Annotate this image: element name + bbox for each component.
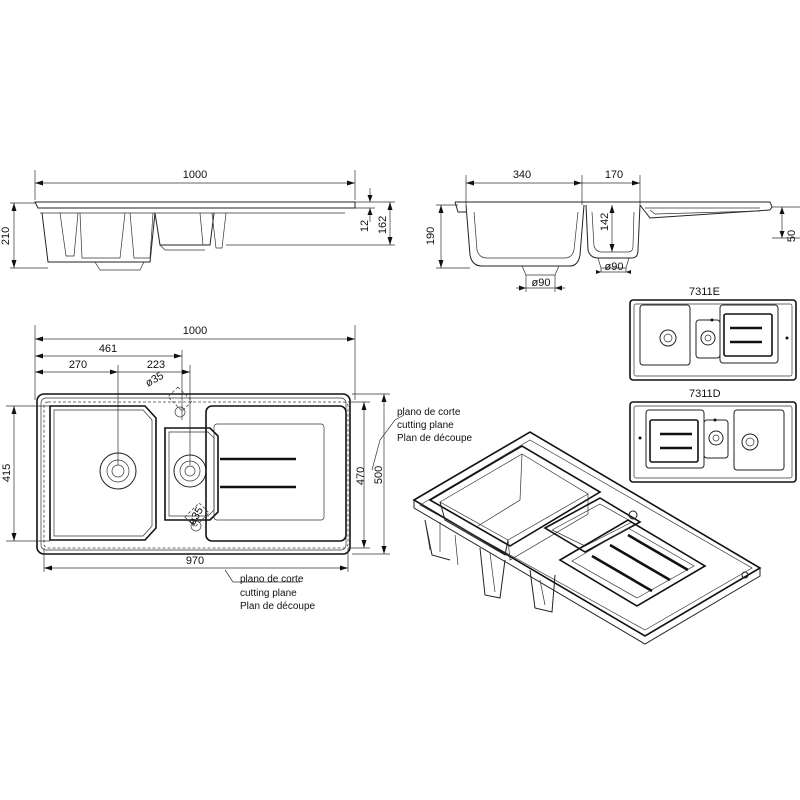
cutting-plane-right-es: plano de corte [397,407,461,418]
isometric-view [412,431,762,645]
side-elevation-view: 1000 210 12 162 [0,169,395,271]
dim-plan-hole-1: ø35 [144,370,166,390]
dim-plan-width: 1000 [183,325,207,337]
dim-plan-461: 461 [99,343,117,355]
dim-end-waste-1: ø90 [532,277,551,289]
end-section-view: 340 170 190 142 [425,169,800,292]
cutting-plane-bottom-fr: Plan de découpe [240,601,316,612]
model-7311e-label: 7311E [689,286,720,298]
plan-view: 1000 461 270 223 [1,325,390,612]
dim-plan-415: 415 [1,464,13,482]
cutting-plane-note-right: plano de corte cutting plane Plan de déc… [371,407,473,471]
dim-end-waste-2: ø90 [605,261,624,273]
dim-plan-470: 470 [355,467,367,485]
dim-plan-270: 270 [69,359,87,371]
cutting-plane-bottom-en: cutting plane [240,588,297,599]
cutting-plane-bottom-es: plano de corte [240,574,304,585]
dim-side-162: 162 [377,216,389,234]
dim-side-12: 12 [359,220,371,232]
dim-end-340: 340 [513,169,531,181]
dim-plan-500: 500 [373,466,385,484]
model-7311d-thumbnail: 7311D [629,388,797,483]
dim-side-height: 210 [0,227,12,245]
cutting-plane-right-en: cutting plane [397,420,454,431]
dim-end-190: 190 [425,227,437,245]
dim-side-width: 1000 [183,169,207,181]
dim-end-170: 170 [605,169,623,181]
dim-plan-970: 970 [186,555,204,567]
dim-plan-223: 223 [147,359,165,371]
dim-end-50: 50 [786,230,798,242]
cutting-plane-right-fr: Plan de découpe [397,433,473,444]
dim-end-142: 142 [599,213,611,231]
model-7311d-label: 7311D [689,388,721,400]
model-7311e-thumbnail: 7311E [629,286,797,381]
